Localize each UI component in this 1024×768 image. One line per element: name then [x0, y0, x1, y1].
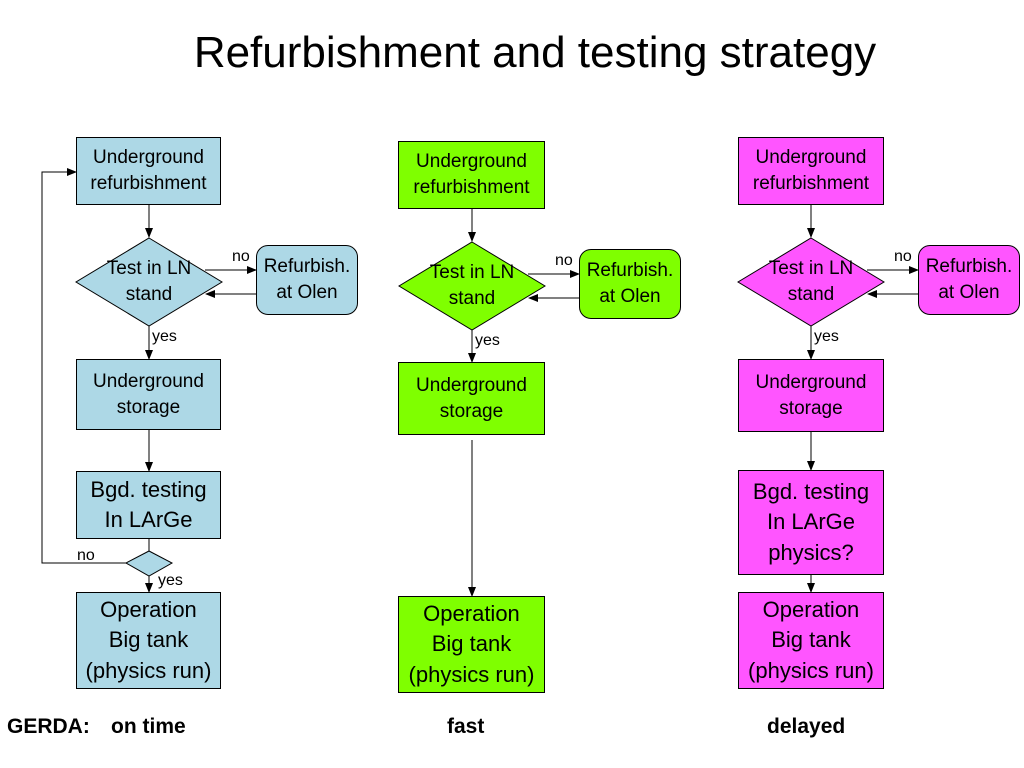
test-label-col2: Test in LN stand — [429, 262, 515, 309]
loop-back-arrow-col1 — [41, 168, 126, 564]
yes-label-col3: yes — [814, 328, 839, 345]
operation-box-col3: Operation Big tank (physics run) — [738, 592, 884, 689]
caption-on-time: on time — [111, 715, 186, 738]
olen-box-col2: Refurbish. at Olen — [579, 249, 681, 319]
caption-fast: fast — [447, 715, 485, 738]
storage-box-col3: Underground storage — [738, 359, 884, 432]
caption-delayed: delayed — [767, 715, 846, 738]
storage-box-col1: Underground storage — [76, 359, 221, 430]
yes-label-col2: yes — [475, 332, 500, 349]
yes-label-col1: yes — [152, 328, 177, 345]
refurbishment-box-col3: Underground refurbishment — [738, 137, 884, 205]
olen-box-col3: Refurbish. at Olen — [918, 245, 1020, 315]
loop-no-label-col1: no — [77, 547, 95, 564]
operation-box-col2: Operation Big tank (physics run) — [398, 596, 545, 693]
test-label-col1: Test in LN stand — [106, 258, 192, 305]
loop-yes-label-col1: yes — [158, 572, 183, 589]
olen-box-col1: Refurbish. at Olen — [256, 245, 358, 315]
page-title: Refurbishment and testing strategy — [193, 28, 877, 77]
bgd-testing-box-col3: Bgd. testing In LArGe physics? — [738, 470, 884, 575]
bgd-testing-box-col1: Bgd. testing In LArGe — [76, 471, 221, 539]
storage-box-col2: Underground storage — [398, 362, 545, 435]
gerda-label: GERDA: — [7, 715, 90, 738]
refurbishment-box-col2: Underground refurbishment — [398, 141, 545, 209]
no-label-col2: no — [555, 252, 573, 269]
no-label-col1: no — [232, 248, 250, 265]
no-label-col3: no — [894, 248, 912, 265]
operation-box-col1: Operation Big tank (physics run) — [76, 592, 221, 689]
test-label-col3: Test in LN stand — [768, 258, 854, 305]
refurbishment-box-col1: Underground refurbishment — [76, 137, 221, 205]
